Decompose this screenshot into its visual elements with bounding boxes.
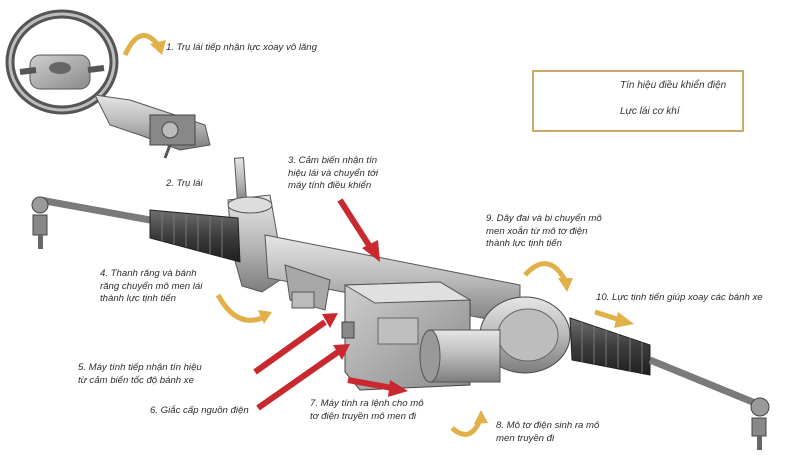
right-tie-rod xyxy=(648,356,770,450)
left-tie-rod xyxy=(31,196,151,249)
signal-arrow-6 xyxy=(256,344,350,411)
signal-arrow-3 xyxy=(337,198,380,262)
label-6: 6. Giắc cấp nguồn điện xyxy=(150,405,249,416)
mechanical-arrow-9 xyxy=(523,261,573,292)
label-2: 2. Trụ lái xyxy=(166,178,203,189)
right-boot xyxy=(569,317,651,376)
electric-motor xyxy=(419,296,571,383)
mechanical-arrow-1 xyxy=(122,33,166,57)
steering-column xyxy=(94,94,211,159)
left-boot xyxy=(149,209,241,263)
mechanical-arrow-4 xyxy=(215,293,272,324)
label-1: 1. Trụ lái tiếp nhận lực xoay vô lăng xyxy=(166,42,317,53)
steering-wheel xyxy=(5,9,119,115)
mechanical-arrow-10 xyxy=(594,309,634,328)
signal-arrows xyxy=(253,198,408,411)
signal-arrow-7 xyxy=(347,377,408,397)
legend xyxy=(532,70,744,132)
legend-electric-label: Tín hiệu điều khiển điện xyxy=(620,80,727,91)
signal-arrow-5 xyxy=(253,313,338,375)
label-10: 10. Lực tịnh tiến giúp xoay các bánh xe xyxy=(596,292,763,303)
legend-mechanical-label: Lực lái cơ khí xyxy=(620,106,680,117)
mechanical-arrows xyxy=(122,33,634,437)
mechanical-arrow-8 xyxy=(450,410,488,437)
